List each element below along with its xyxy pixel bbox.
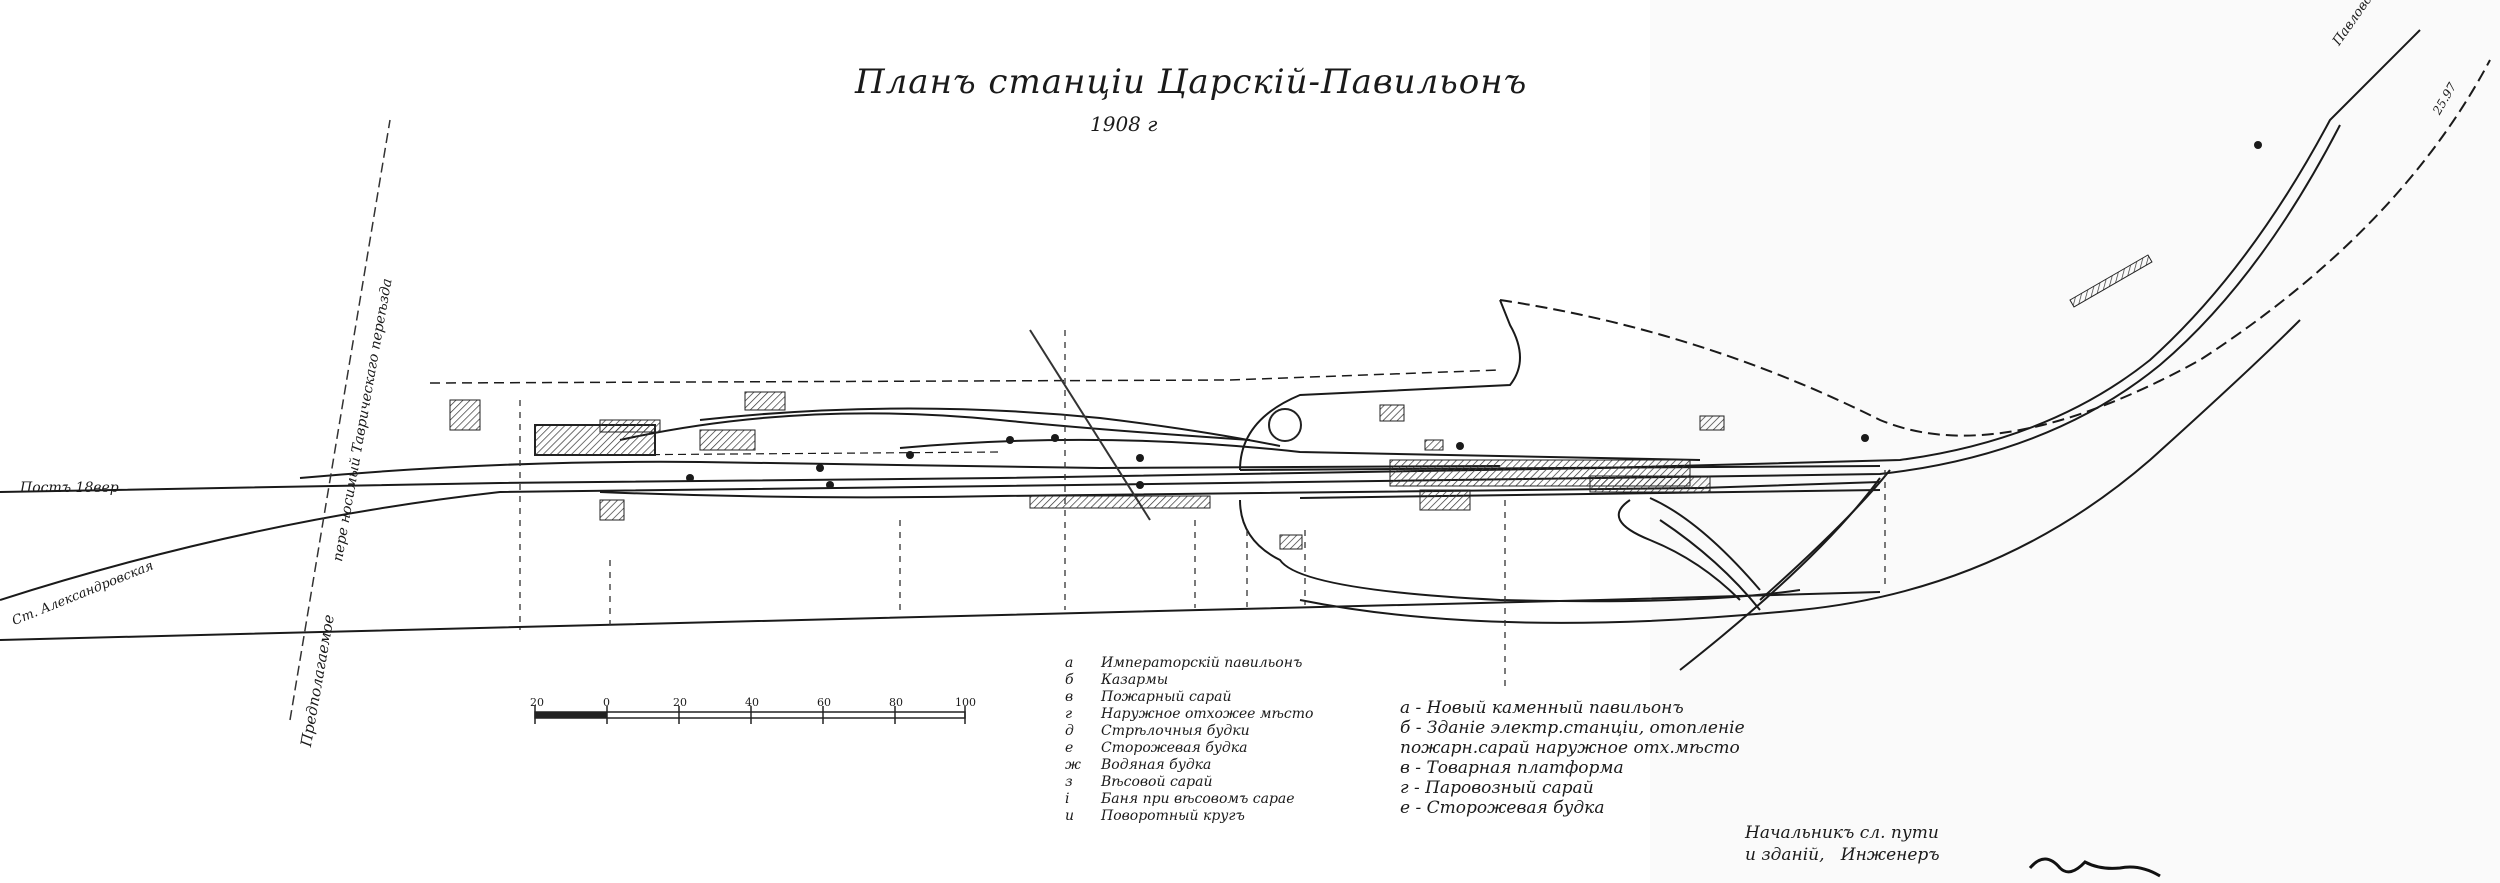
- building-a-top: [599, 419, 661, 433]
- buildings: [449, 254, 2153, 550]
- legend-text: Наружное отхожее мѣсто: [1101, 706, 1314, 722]
- legend-key: д: [1065, 723, 1074, 739]
- signature-scrawl: [2028, 857, 2161, 878]
- legend-key: г: [1065, 706, 1073, 722]
- legend-key: з: [1065, 774, 1073, 790]
- legend-row: з Вѣсовой сарай: [1065, 774, 1313, 791]
- scale-tick: 80: [889, 696, 903, 709]
- legend-new-row: е - Сторожевая будка: [1400, 798, 1605, 818]
- scale-tick: 40: [745, 696, 759, 709]
- label-left-track: Постъ 18вер: [20, 480, 119, 496]
- legend-row: в Пожарный сарай: [1065, 689, 1313, 706]
- legend-text: Казармы: [1101, 672, 1169, 688]
- building-h: [1379, 404, 1405, 422]
- legend-old: а Императорскій павильонъ б Казармы в Пожар…: [1065, 655, 1313, 825]
- legend-key: і: [1065, 791, 1070, 807]
- chainage-lines: [519, 330, 1886, 690]
- platform-right: [2069, 254, 2153, 308]
- legend-text: Вѣсовой сарай: [1101, 774, 1213, 790]
- legend-text: Сторожевая будка: [1101, 740, 1248, 756]
- legend-row: а Императорскій павильонъ: [1065, 655, 1313, 672]
- legend-row: д Стрѣлочныя будки: [1065, 723, 1313, 740]
- legend-text: Пожарный сарай: [1101, 689, 1232, 705]
- scale-tick: 20: [530, 696, 544, 709]
- legend-key: б: [1065, 672, 1074, 688]
- scale-tick: 20: [673, 696, 687, 709]
- building-j: [1279, 534, 1303, 550]
- legend-text: Стрѣлочныя будки: [1101, 723, 1250, 739]
- legend-new-row: а - Новый каменный павильонъ: [1400, 698, 1684, 718]
- legend-row: і Баня при вѣсовомъ сарае: [1065, 791, 1313, 808]
- signal-posts: [686, 141, 2262, 489]
- scale-tick: 100: [955, 696, 976, 709]
- building-d: [449, 399, 481, 431]
- legend-row: ж Водяная будка: [1065, 757, 1313, 774]
- legend-row: и Поворотный кругъ: [1065, 808, 1313, 825]
- legend-row: г Наружное отхожее мѣсто: [1065, 706, 1313, 723]
- scale-bar: [534, 706, 966, 724]
- plan-title: Планъ станціи Царскій-Павильонъ: [855, 62, 1528, 102]
- crossing-lower-left: [1029, 329, 1151, 521]
- goods-platform: [1589, 475, 1711, 493]
- paper-fold: [1650, 0, 2500, 883]
- legend-key: в: [1065, 689, 1074, 705]
- building-g: [1699, 415, 1725, 431]
- building-i: [1424, 439, 1444, 451]
- signature-text: Инженеръ: [1840, 845, 1940, 865]
- proposed-crossing-line: [289, 119, 391, 721]
- legend-new-row: г - Паровозный сарай: [1400, 778, 1594, 798]
- legend-text: Поворотный кругъ: [1101, 808, 1245, 824]
- signature-line: Начальникъ сл. пути: [1745, 823, 1939, 843]
- legend-text: Баня при вѣсовомъ сарае: [1101, 791, 1295, 807]
- legend-key: а: [1065, 655, 1074, 671]
- legend-new-row: б - Зданіе электр.станціи, отопленіе: [1400, 718, 1745, 738]
- tracks: [0, 29, 2491, 671]
- scale-tick: 60: [817, 696, 831, 709]
- legend-new-row: в - Товарная платформа: [1400, 758, 1624, 778]
- scale-tick: 0: [603, 696, 610, 709]
- legend-key: ж: [1065, 757, 1081, 773]
- building-b: [699, 429, 756, 451]
- legend-text: Водяная будка: [1101, 757, 1212, 773]
- legend-key: е: [1065, 740, 1074, 756]
- signature-block: Начальникъ сл. пути и зданій, Инженеръ: [1745, 822, 1940, 866]
- signature-text: и зданій,: [1745, 845, 1825, 865]
- building-e: [599, 499, 625, 521]
- legend-row: б Казармы: [1065, 672, 1313, 689]
- turntable: [1268, 408, 1302, 442]
- legend-new: а - Новый каменный павильонъ б - Зданіе …: [1400, 698, 1745, 818]
- building-b-new: [1419, 489, 1471, 511]
- platform-main: [1029, 495, 1211, 509]
- legend-key: и: [1065, 808, 1075, 824]
- legend-row: е Сторожевая будка: [1065, 740, 1313, 757]
- legend-new-row: пожарн.сарай наружное отх.мѣсто: [1400, 738, 1740, 758]
- signature-line: и зданій, Инженеръ: [1745, 844, 1940, 866]
- building-c: [744, 391, 786, 411]
- plan-year: 1908 г: [1090, 112, 1158, 136]
- legend-text: Императорскій павильонъ: [1101, 655, 1303, 671]
